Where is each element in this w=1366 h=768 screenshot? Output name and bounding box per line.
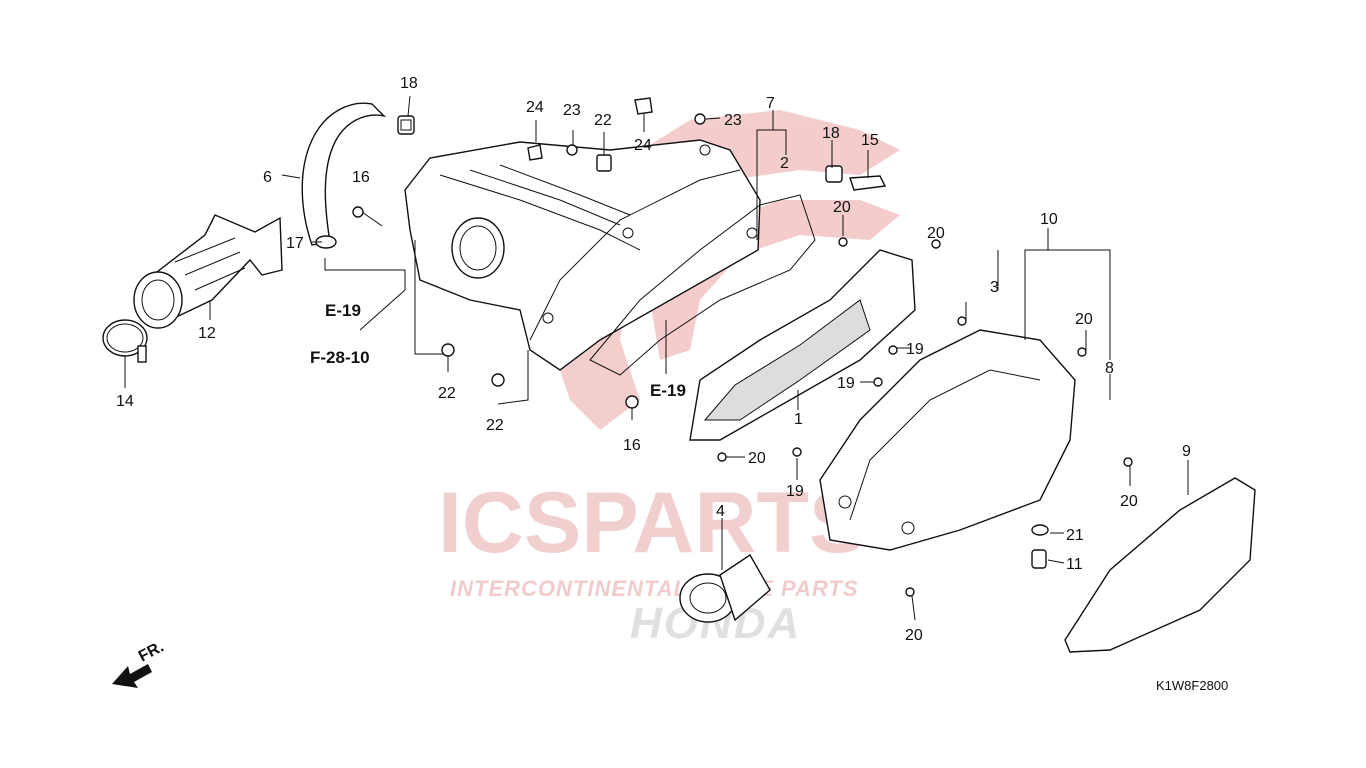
callout-9: 9 <box>1182 443 1191 460</box>
callout-23-a: 23 <box>563 102 581 119</box>
callout-12: 12 <box>198 325 216 342</box>
callout-22-a: 22 <box>438 385 456 402</box>
duct-4 <box>679 554 771 623</box>
ref-e19-center: E-19 <box>650 381 686 400</box>
hose-6 <box>301 102 387 246</box>
band-clamp-14 <box>102 319 148 363</box>
callout-22-c: 22 <box>594 112 612 129</box>
bolts <box>352 206 1133 597</box>
air-cleaner-case <box>404 139 761 371</box>
callout-10: 10 <box>1040 211 1058 228</box>
plug-11 <box>1031 549 1047 569</box>
callout-20-e: 20 <box>905 627 923 644</box>
callout-21: 21 <box>1066 527 1084 544</box>
callout-20-a: 20 <box>833 199 851 216</box>
diagram-code: K1W8F2800 <box>1156 678 1228 693</box>
callouts: 18 6 16 17 12 14 22 22 24 23 22 24 23 16… <box>116 75 1191 644</box>
small-parts-top <box>527 97 887 191</box>
callout-18-b: 18 <box>822 125 840 142</box>
callout-4: 4 <box>716 503 725 520</box>
callout-16-b: 16 <box>623 437 641 454</box>
callout-17: 17 <box>286 235 304 252</box>
gasket-2 <box>589 194 816 376</box>
filter-element-1 <box>689 249 916 441</box>
callout-19-b: 19 <box>837 375 855 392</box>
front-arrow: FR. <box>112 638 167 688</box>
callout-20-f: 20 <box>1120 493 1138 510</box>
callout-19-a: 19 <box>906 341 924 358</box>
clip-21 <box>1031 524 1049 536</box>
callout-7: 7 <box>766 95 775 112</box>
front-label: FR. <box>136 638 167 665</box>
callout-16-a: 16 <box>352 169 370 186</box>
ref-f2810: F-28-10 <box>310 348 370 367</box>
callout-20-d: 20 <box>1075 311 1093 328</box>
leader-lines <box>124 95 1189 621</box>
air-cleaner-cover-3 <box>819 329 1076 551</box>
callout-24-a: 24 <box>526 99 544 116</box>
callout-11: 11 <box>1066 556 1083 573</box>
callout-3: 3 <box>990 279 999 296</box>
callout-20-b: 20 <box>927 225 945 242</box>
watermark-tagline: INTERCONTINENTAL SPARE PARTS <box>450 576 859 601</box>
callout-22-b: 22 <box>486 417 504 434</box>
callout-8: 8 <box>1105 360 1114 377</box>
callout-1: 1 <box>794 411 803 428</box>
callout-2: 2 <box>780 155 789 172</box>
callout-23-b: 23 <box>724 112 742 129</box>
callout-19-c: 19 <box>786 483 804 500</box>
callout-14: 14 <box>116 393 134 410</box>
ref-e19-left: E-19 <box>325 301 361 320</box>
side-cover-9 <box>1064 477 1256 653</box>
callout-15: 15 <box>861 132 879 149</box>
callout-24-b: 24 <box>634 137 652 154</box>
watermark-brand: ICSPARTS <box>438 475 866 571</box>
intake-tube-12 <box>133 214 283 329</box>
callout-6: 6 <box>263 169 272 186</box>
callout-18-a: 18 <box>400 75 418 92</box>
clip-18-left <box>397 115 415 135</box>
callout-20-c: 20 <box>748 450 766 467</box>
